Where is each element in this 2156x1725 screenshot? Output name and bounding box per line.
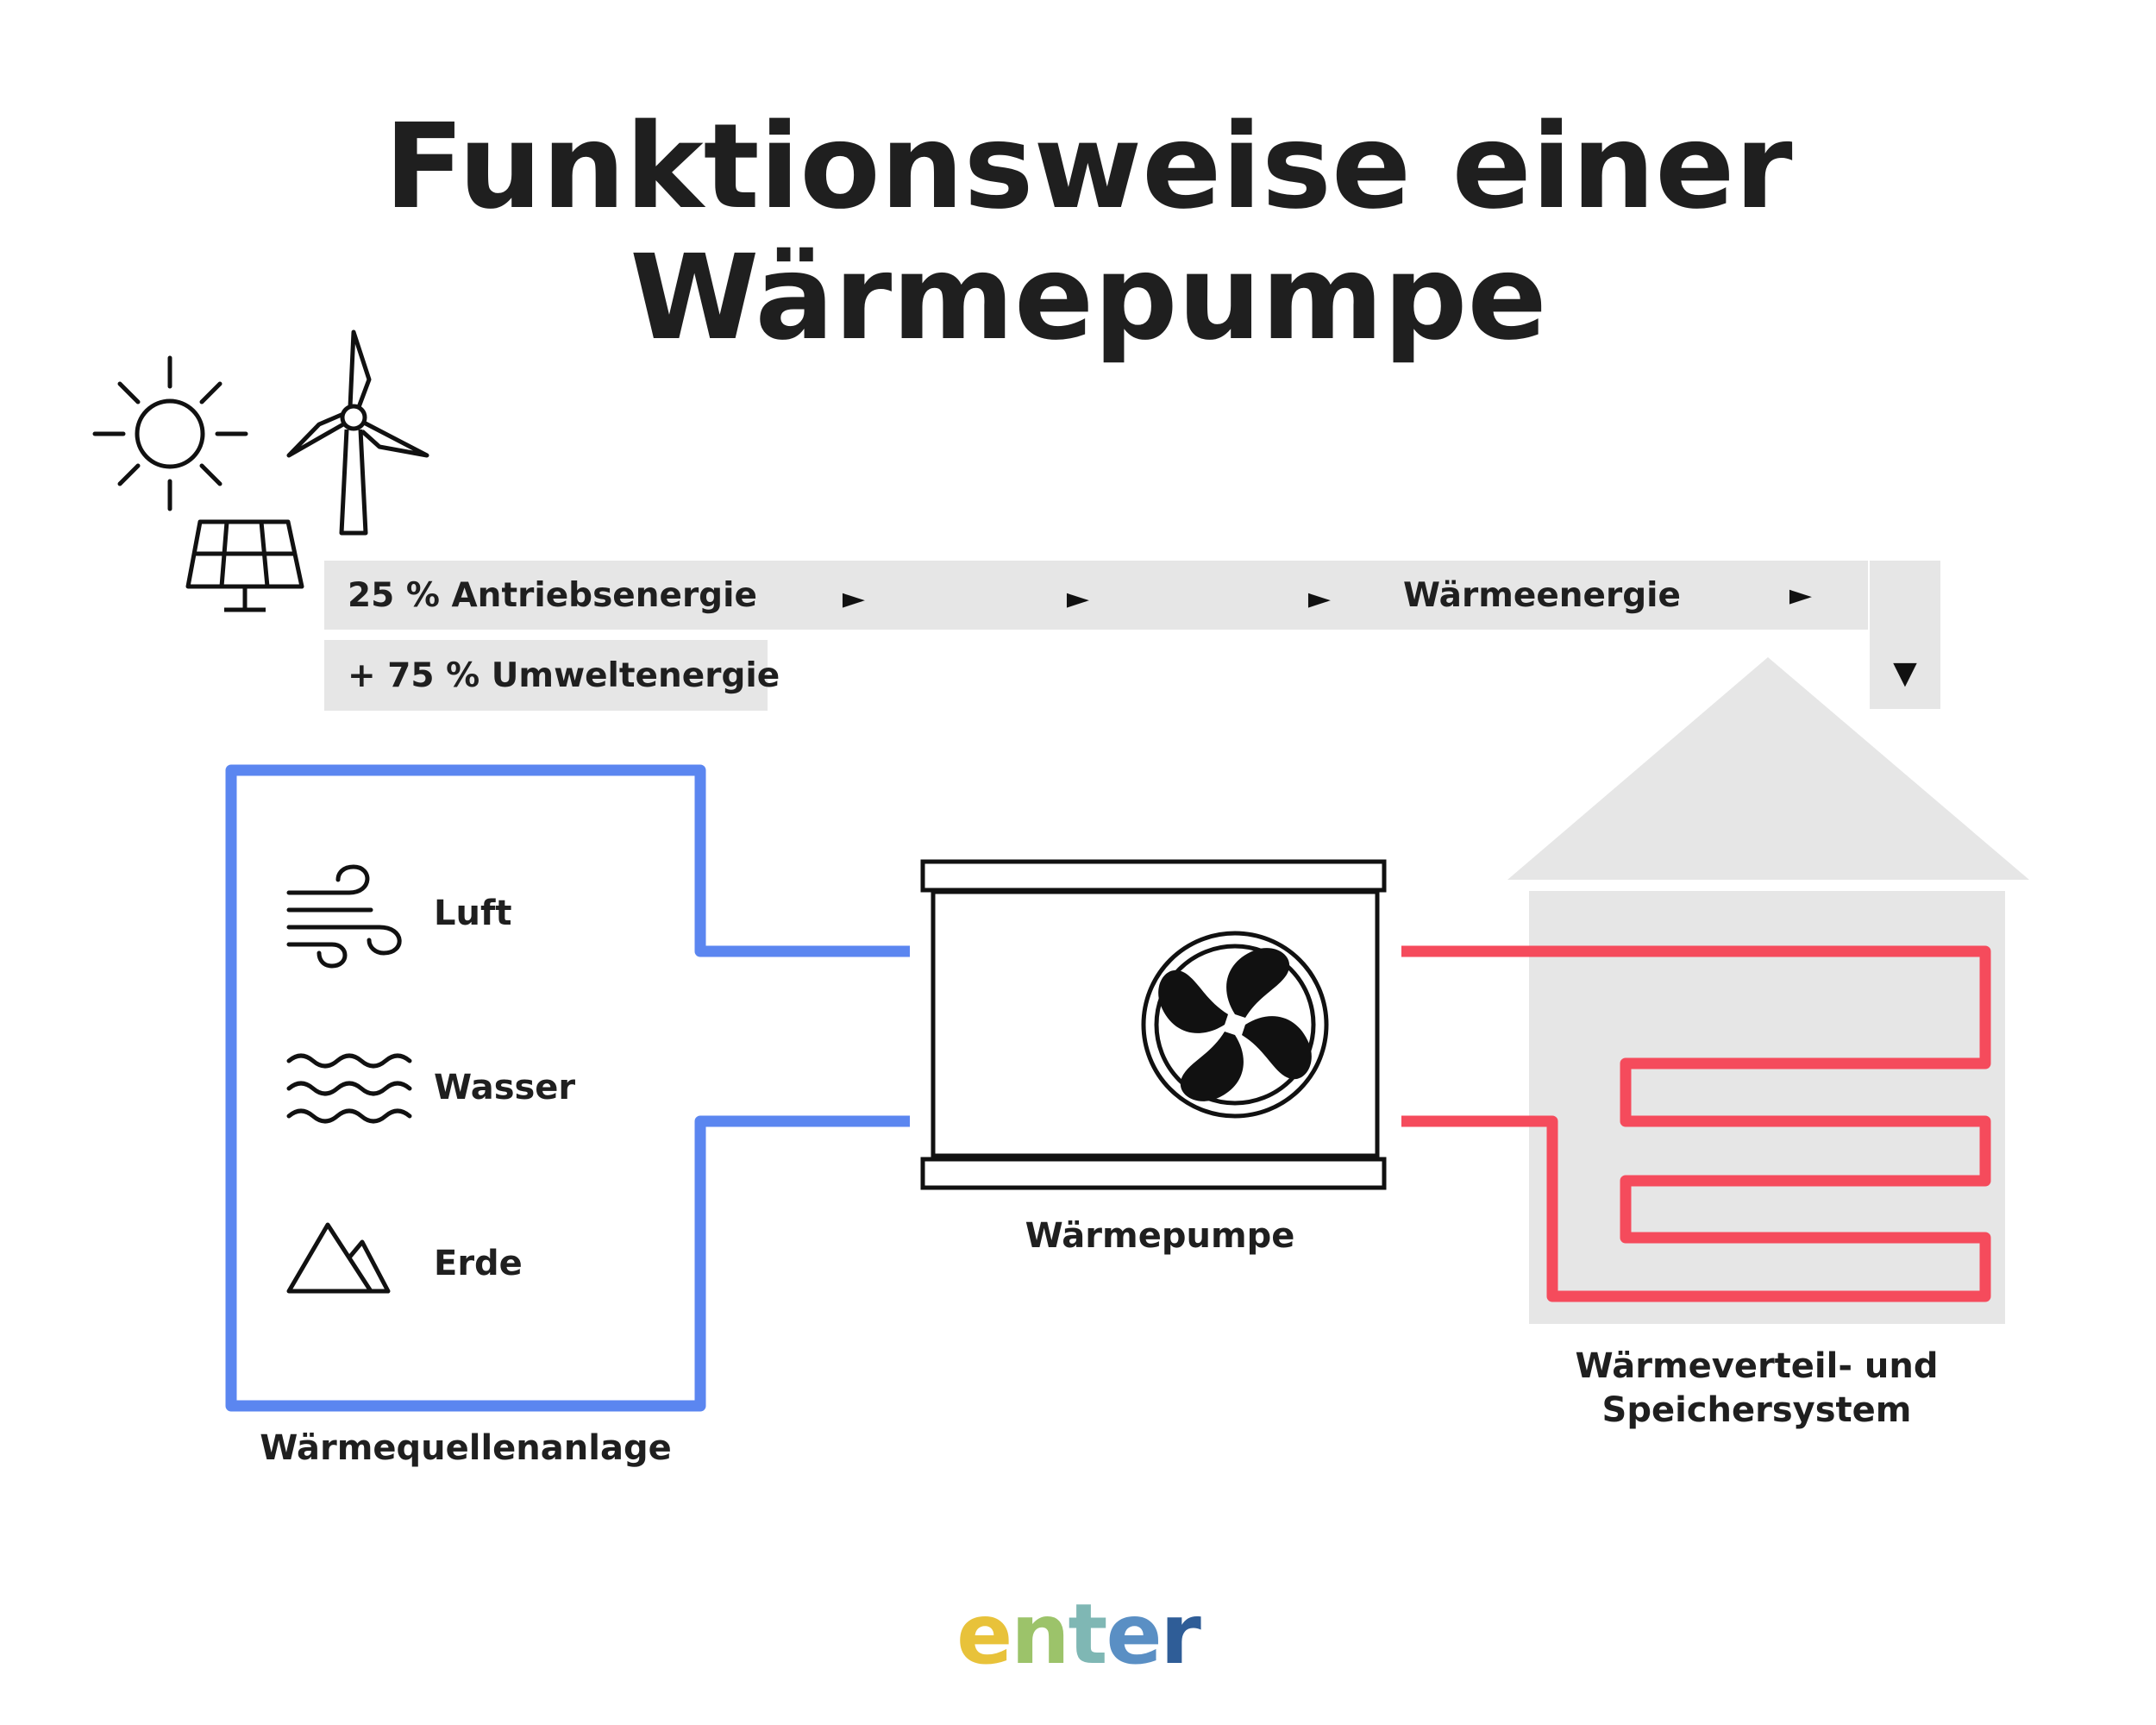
house-body (1529, 891, 2005, 1324)
arrow-down: ▼ (1893, 656, 1917, 691)
wind-turbine-icon (286, 329, 429, 536)
energy-bar-bottom (324, 640, 768, 711)
drive-energy-label: 25 % Antriebsenergie (348, 576, 757, 615)
arrow-right-4: ► (1789, 578, 1813, 612)
solar-panel-icon (185, 519, 304, 612)
title-line-2: Wärmepumpe (630, 230, 1546, 367)
source-loop-pipe (225, 764, 910, 1412)
arrow-right-2: ► (1067, 581, 1090, 616)
arrow-right-3: ► (1308, 581, 1332, 616)
brand-letter-3: t (1069, 1586, 1106, 1683)
heat-energy-label: Wärmeenergie (1403, 576, 1681, 615)
mountains-icon (286, 1222, 391, 1294)
energy-bar-corner (1870, 561, 1940, 709)
source-water-label: Wasser (434, 1068, 575, 1107)
heat-source-caption: Wärmequellenanlage (260, 1428, 671, 1468)
environment-energy-label: + 75 % Umweltenergie (348, 656, 780, 695)
brand-letter-4: e (1106, 1586, 1160, 1683)
arrow-right-1: ► (843, 581, 866, 616)
distribution-caption-line-2: Speichersystem (1602, 1390, 1912, 1430)
brand-logo: enter (956, 1586, 1201, 1683)
house-roof (1507, 657, 2029, 880)
brand-letter-1: e (956, 1586, 1011, 1683)
title-line-1: Funktionsweise einer (384, 99, 1792, 235)
source-air-label: Luft (434, 894, 512, 933)
energy-bar-top (324, 561, 1868, 630)
brand-letter-5: r (1161, 1586, 1202, 1683)
fan-icon (1141, 931, 1329, 1119)
heat-pump-caption: Wärmepumpe (1025, 1216, 1295, 1256)
brand-letter-2: n (1011, 1586, 1068, 1683)
distribution-caption-line-1: Wärmeverteil- und (1576, 1346, 1939, 1386)
heating-loop-pipe (1401, 945, 1991, 1302)
waves-icon (286, 1053, 412, 1124)
source-earth-label: Erde (434, 1244, 523, 1283)
wind-icon (286, 864, 402, 969)
sun-icon (92, 355, 248, 511)
